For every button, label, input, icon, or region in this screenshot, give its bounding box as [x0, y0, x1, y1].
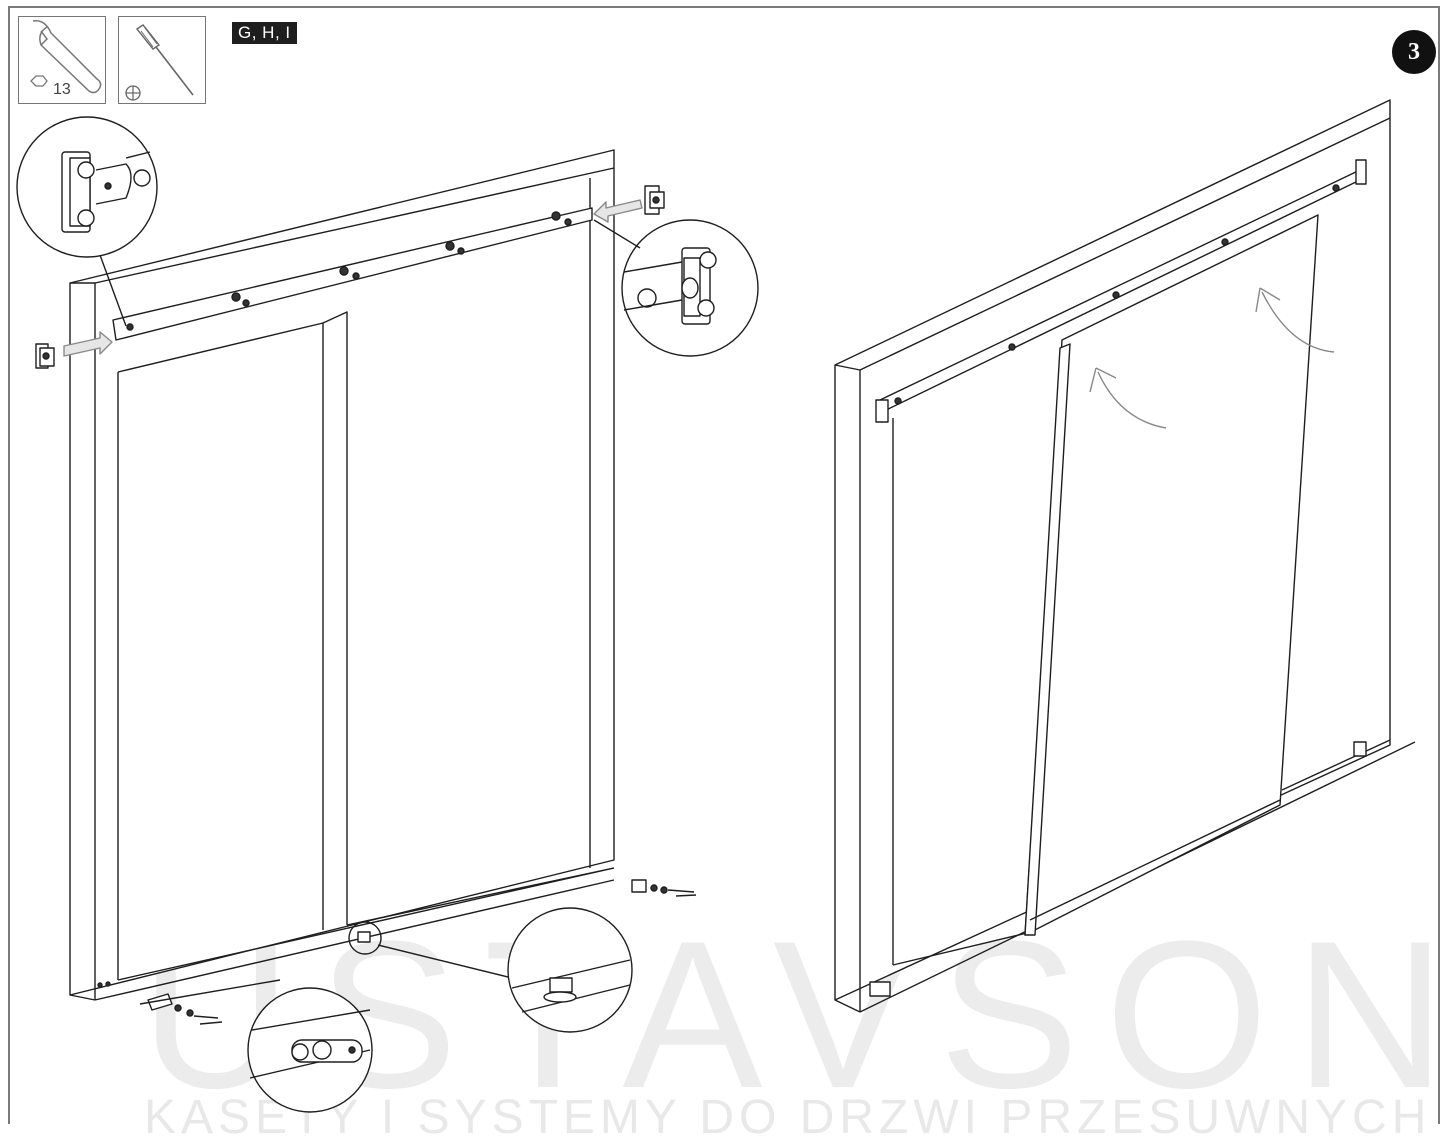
wrench-tool-box: 13	[18, 16, 106, 104]
detail-circle-floor-guide	[507, 907, 633, 1033]
wrench-size-label: 13	[53, 81, 71, 98]
right-track-rail	[875, 159, 1367, 423]
lift-arrow-right	[1261, 291, 1335, 353]
insert-arrow-right	[593, 199, 643, 223]
left-end-stopper	[35, 343, 55, 369]
right-end-stopper	[644, 185, 665, 215]
leader-line	[139, 979, 281, 1005]
leader-line	[377, 944, 513, 979]
detail-top-left-stopper	[61, 151, 151, 233]
parts-label: G, H, I	[232, 22, 297, 44]
page-frame	[8, 6, 1440, 1124]
step-number-badge: 3	[1392, 30, 1436, 74]
left-track-rail	[112, 207, 593, 341]
wrench-icon	[30, 20, 102, 94]
detail-right-stopper	[623, 247, 717, 325]
floor-bracket	[869, 981, 891, 997]
bottom-right-bracket	[631, 879, 697, 897]
screwdriver-tool-box	[118, 16, 206, 104]
lift-arrow-left-head	[1089, 367, 1117, 393]
left-door-frame	[69, 149, 615, 1001]
insert-arrow-left	[63, 331, 113, 357]
detail-bottom-bracket	[249, 1009, 371, 1079]
leader-line	[99, 254, 127, 327]
leader-line	[593, 219, 641, 249]
phillips-screwdriver-icon	[125, 24, 194, 101]
detail-floor-guide	[511, 959, 631, 1013]
floor-stopper	[1353, 741, 1367, 757]
lift-arrow-left	[1097, 371, 1167, 429]
lift-arrow-right-head	[1255, 287, 1281, 313]
bottom-left-bracket	[97, 981, 223, 1025]
floor-guide-small	[348, 921, 382, 955]
